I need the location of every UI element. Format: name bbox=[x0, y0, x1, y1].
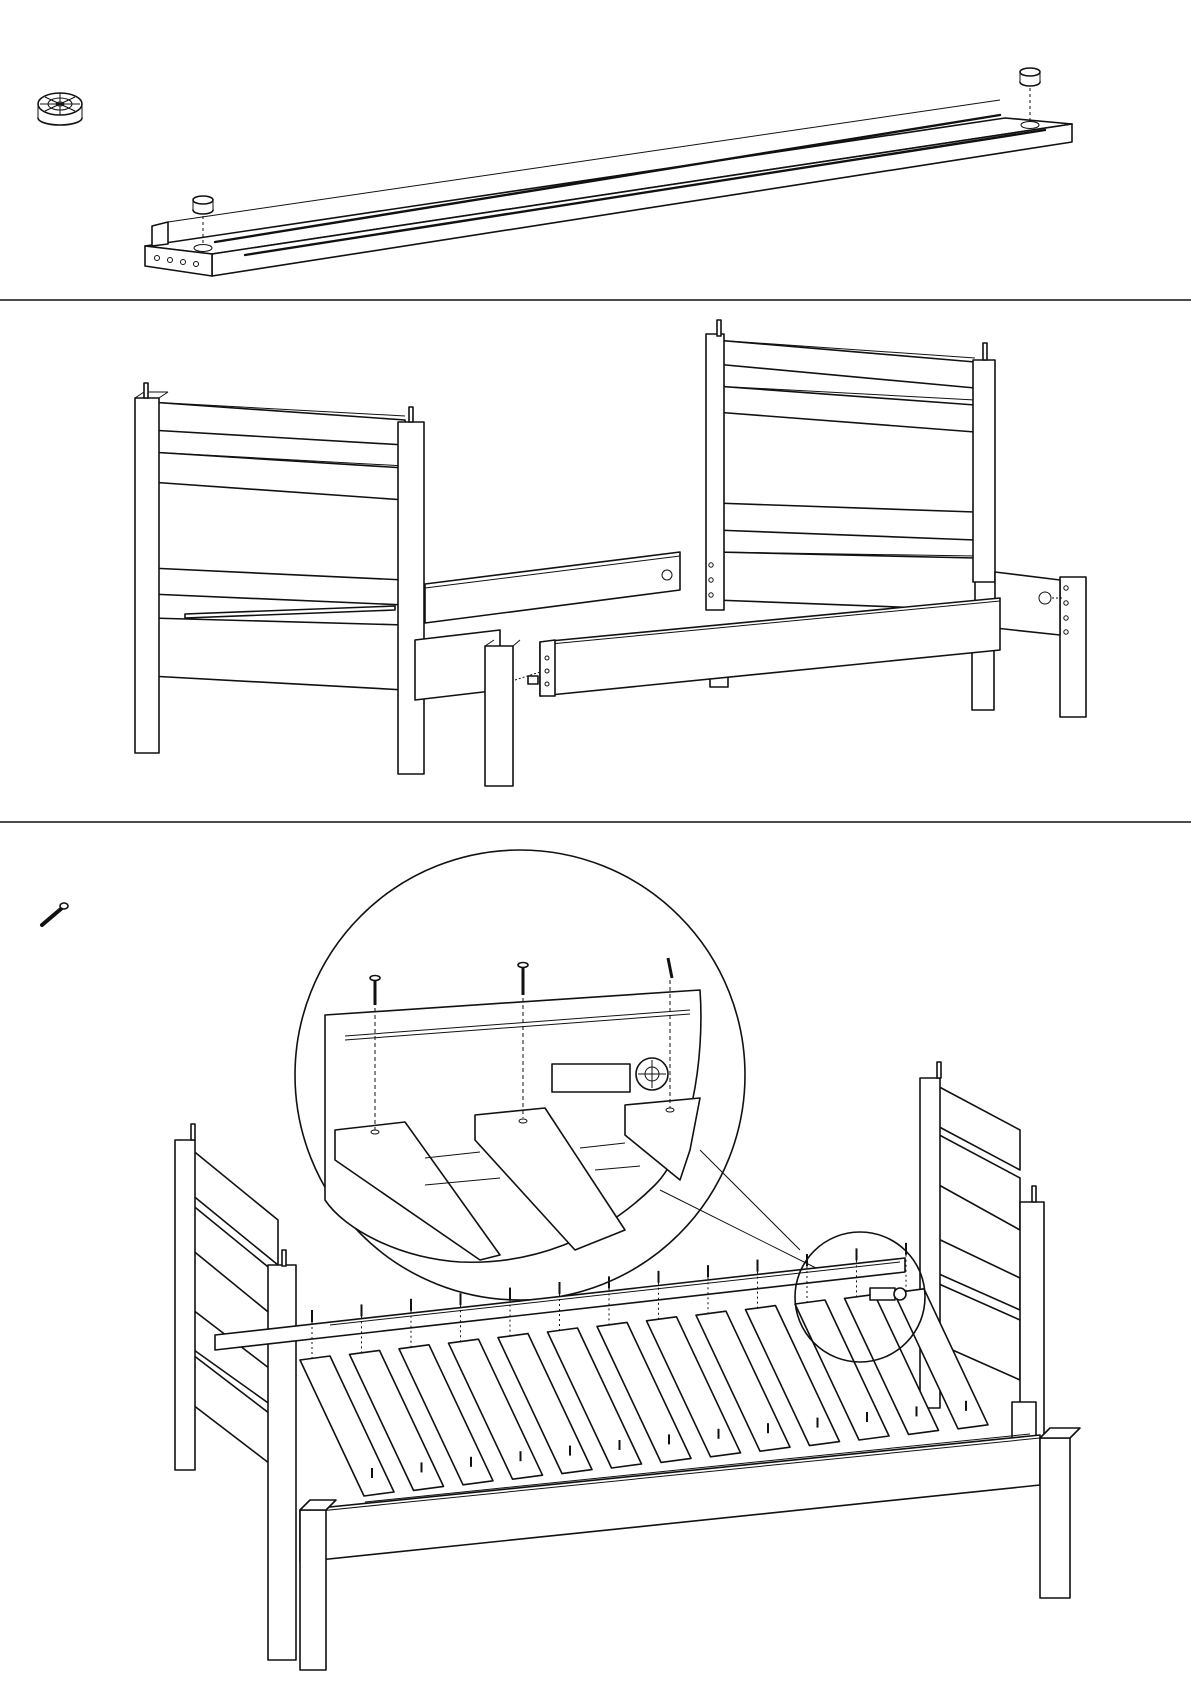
step-2-panel bbox=[135, 320, 1086, 786]
step-1-panel bbox=[38, 68, 1072, 276]
front-side-rail bbox=[515, 598, 1000, 696]
connector-block bbox=[870, 1288, 895, 1300]
left-headboard bbox=[135, 383, 424, 774]
step-3-panel bbox=[42, 850, 1080, 1670]
back-side-rail bbox=[425, 552, 713, 623]
detail-magnifier-circle bbox=[295, 850, 745, 1300]
side-rail bbox=[145, 100, 1072, 276]
front-left-leg bbox=[415, 630, 520, 786]
cam-lock-icon bbox=[38, 93, 82, 125]
cam-lock-right bbox=[1020, 68, 1040, 122]
screw-icon bbox=[42, 903, 68, 925]
cam-lock-small bbox=[894, 1288, 906, 1300]
